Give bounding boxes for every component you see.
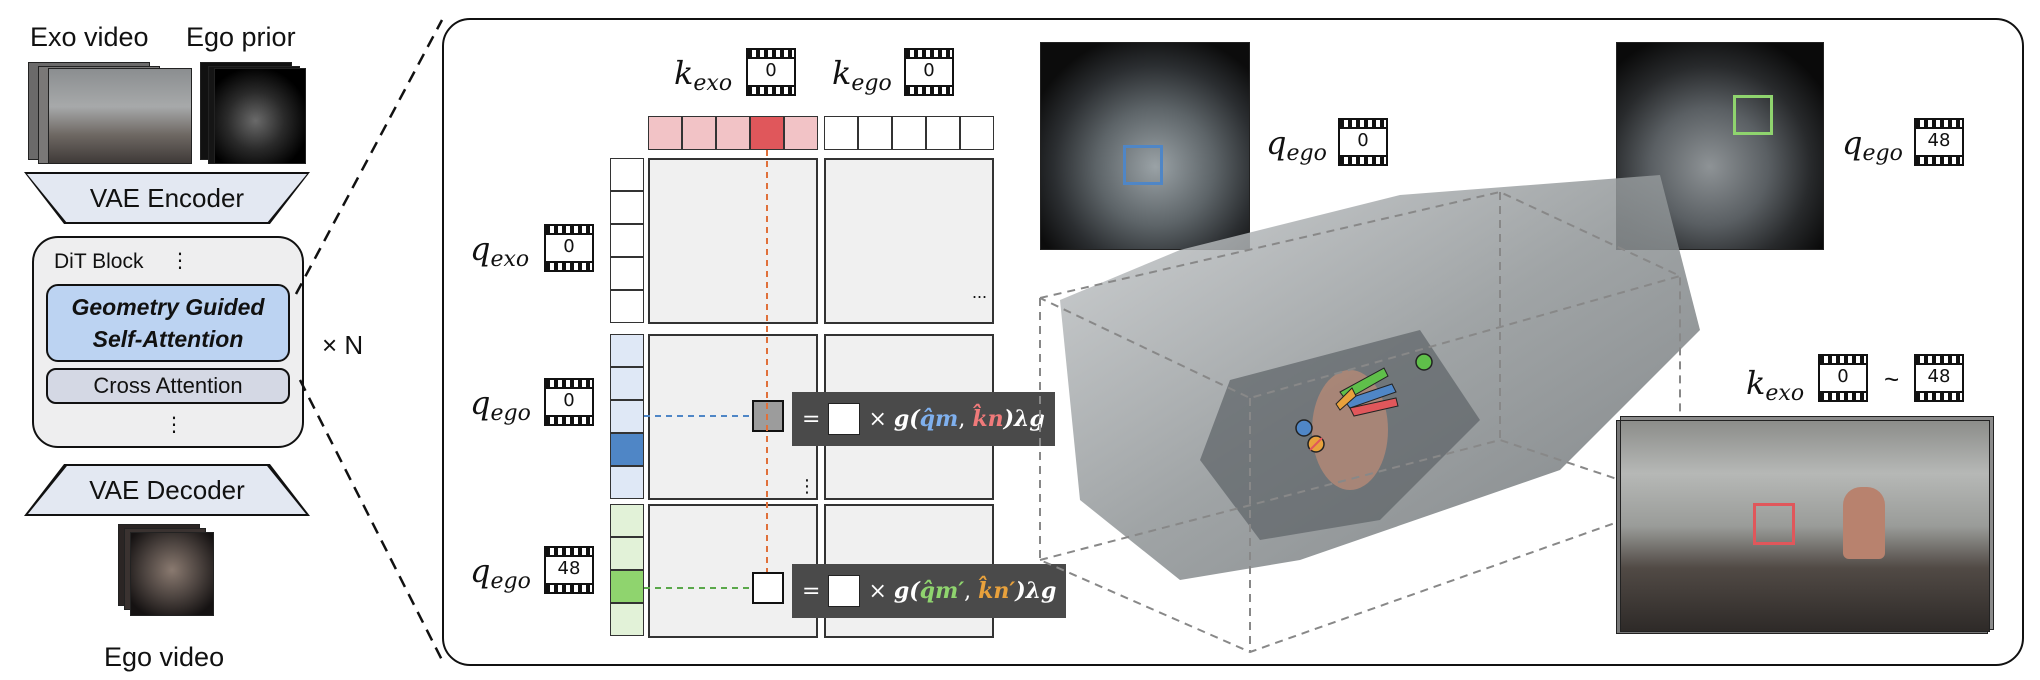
ego-video-label: Ego video	[104, 642, 225, 672]
exo-frame-bbox	[1753, 503, 1795, 545]
geometry-weight-formula-2: = × g( q̂m′, k̂n′ )λg	[792, 564, 1067, 618]
q-ego-48-frame-icon: 48	[544, 546, 594, 594]
attn-score-cell-2	[752, 572, 784, 604]
k-exo-frame-icon: 0	[746, 48, 796, 96]
dit-ellipsis-bottom: ⋮	[164, 414, 184, 436]
scene-q-ego-0-label: qego	[1266, 124, 1327, 166]
vae-encoder-label: VAE Encoder	[89, 182, 245, 213]
h-ellipsis-1: ...	[972, 282, 988, 302]
geometry-guided-self-attention: Geometry Guided Self-Attention	[46, 284, 290, 362]
main-panel	[442, 18, 2024, 666]
q-ego-48-label: qego	[470, 552, 531, 594]
attn-block-ego48-exo	[648, 504, 818, 638]
q-ego-0-label: qego	[470, 384, 531, 426]
times-n-label: × N	[322, 330, 364, 360]
scene-k-exo-label: kexo	[1746, 364, 1805, 406]
geometry-weight-formula-1: = × g( q̂m, k̂n )λg	[792, 392, 1055, 446]
tilde-label: ~	[1884, 364, 1900, 394]
ego-frame-0-image	[1040, 42, 1250, 250]
k-exo-label: kexo	[674, 54, 733, 96]
scene-q-ego-48-label: qego	[1842, 124, 1903, 166]
dit-block-label: DiT Block	[54, 250, 144, 273]
q-exo-frame-icon: 0	[544, 224, 594, 272]
ego-frame-0-bbox	[1123, 145, 1163, 185]
scene-k-exo-0-frame-icon: 0	[1818, 354, 1868, 402]
k-exo-selected-token	[750, 116, 784, 150]
attn-block-exo-exo	[648, 158, 818, 324]
vae-encoder-inner: VAE Encoder	[27, 174, 307, 222]
scene-q-ego-0-frame-icon: 0	[1338, 118, 1388, 166]
ego-prior-label: Ego prior	[186, 22, 296, 52]
attn-block-exo-ego	[824, 158, 994, 324]
dit-block: DiT Block ⋮ Geometry Guided Self-Attenti…	[32, 236, 304, 448]
ego-frame-48-bbox	[1733, 95, 1773, 135]
q-exo-label: qexo	[470, 230, 530, 272]
scene-q-ego-48-frame-icon: 48	[1914, 118, 1964, 166]
q-ego-0-selected-token	[610, 433, 644, 466]
cross-attention: Cross Attention	[46, 368, 290, 404]
vae-decoder: VAE Decoder	[28, 466, 306, 514]
v-ellipsis: ⋮	[798, 476, 816, 496]
geometry-attention-label: Geometry Guided Self-Attention	[71, 294, 265, 352]
vae-decoder-label: VAE Decoder	[89, 474, 245, 505]
scene-k-exo-48-frame-icon: 48	[1914, 354, 1964, 402]
q-ego-0-frame-icon: 0	[544, 378, 594, 426]
k-ego-frame-icon: 0	[904, 48, 954, 96]
exo-video-label: Exo video	[30, 22, 149, 52]
q-ego-48-selected-token	[610, 570, 644, 603]
cross-attention-label: Cross Attention	[93, 373, 243, 398]
k-ego-label: kego	[832, 54, 892, 96]
dit-ellipsis-top: ⋮	[170, 250, 190, 272]
